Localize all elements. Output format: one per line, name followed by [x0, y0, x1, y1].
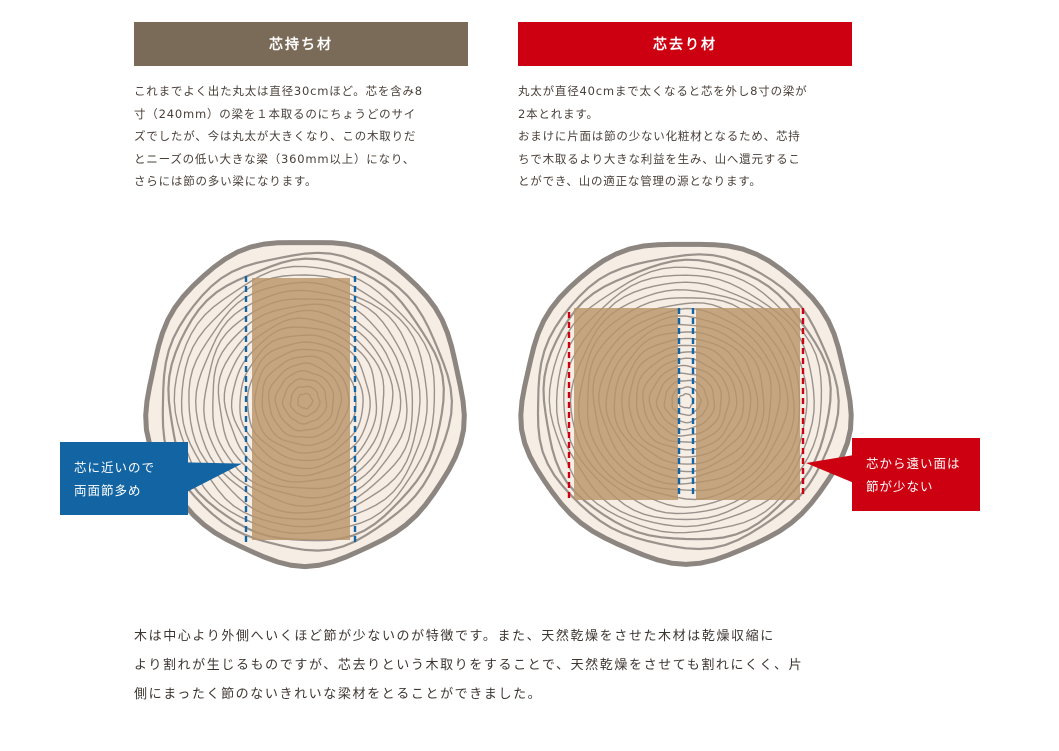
- growth-ring: [180, 274, 428, 528]
- far-from-core-callout: 芯から遠い面は 節が少ない: [852, 438, 980, 511]
- growth-ring: [555, 274, 815, 528]
- near-core-callout: 芯に近いので 両面節多め: [60, 442, 188, 515]
- growth-ring: [563, 281, 808, 521]
- coreless-wood-header: 芯去り材: [518, 22, 852, 66]
- description-line: おまけに片面は節の少ない化粧材となるため、芯持: [518, 129, 801, 143]
- callout-line: 両面節多め: [74, 482, 142, 498]
- growth-ring: [194, 289, 414, 514]
- footer-line: 側にまったく節のないきれいな梁材をとることができました。: [134, 687, 543, 702]
- core-wood-header: 芯持ち材: [134, 22, 468, 66]
- callout-line: 芯から遠い面は: [866, 455, 961, 471]
- coreless-wood-title: 芯去り材: [653, 37, 717, 53]
- growth-ring: [548, 266, 823, 534]
- growth-rings: [518, 241, 854, 567]
- core-wood-log-illustration: [143, 236, 470, 570]
- growth-ring: [212, 303, 402, 499]
- callout-line: 芯に近いので: [74, 459, 156, 475]
- footer-text: 木は中心より外側へいくほど節が少ないのが特徴です。また、天然乾燥をさせた木材は乾…: [134, 622, 854, 709]
- beam-cut-right: [696, 308, 800, 500]
- beam-cut-left: [574, 308, 678, 500]
- callout-line: 節が少ない: [866, 478, 934, 494]
- footer-line: 木は中心より外側へいくほど節が少ないのが特徴です。また、天然乾燥をさせた木材は乾…: [134, 629, 775, 644]
- description-line: 寸（240mm）の梁を１本取るのにちょうどのサイ: [134, 106, 417, 121]
- growth-ring: [188, 281, 421, 521]
- description-line: ちで木取るより大きな利益を生み、山へ還元するこ: [518, 151, 801, 166]
- description-line: とニーズの低い大きな梁（360mm以上）になり、: [134, 151, 416, 166]
- core-wood-title: 芯持ち材: [269, 37, 333, 53]
- growth-ring: [161, 251, 454, 552]
- description-line: これまでよく出た丸太は直径30cmほど。芯を含み8: [134, 84, 423, 98]
- footer-line: より割れが生じるものですが、芯去りという木取りをすることで、天然乾燥をさせても割…: [134, 658, 804, 673]
- coreless-wood-log-illustration: [518, 236, 858, 567]
- growth-ring: [173, 265, 436, 535]
- growth-ring: [167, 257, 445, 542]
- description-line: とができ、山の適正な管理の源となります。: [518, 174, 762, 188]
- coreless-wood-description: 丸太が直径40cmまで太くなると芯を外し8寸の梁が 2本とれます。 おまけに片面…: [518, 80, 856, 193]
- description-line: ズでしたが、今は丸太が大きくなり、この木取りだ: [134, 129, 417, 143]
- growth-ring: [542, 258, 832, 541]
- beam-cut: [252, 278, 350, 540]
- description-line: 丸太が直径40cmまで太くなると芯を外し8寸の梁が: [518, 84, 808, 98]
- description-line: さらには節の多い梁になります。: [134, 174, 318, 188]
- description-line: 2本とれます。: [518, 106, 599, 121]
- core-wood-description: これまでよく出た丸太は直径30cmほど。芯を含み8 寸（240mm）の梁を１本取…: [134, 80, 472, 193]
- growth-ring: [536, 253, 840, 551]
- callout-pointer: [806, 455, 854, 483]
